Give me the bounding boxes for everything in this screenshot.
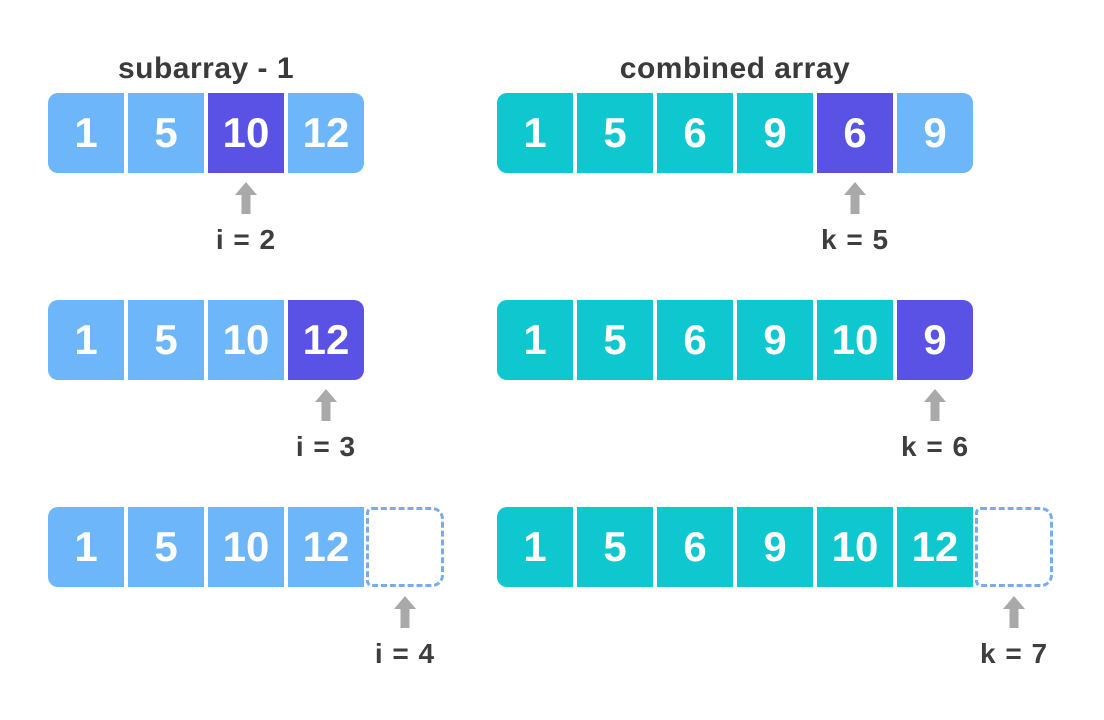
up-arrow-icon xyxy=(924,389,946,421)
pointer-k5: k = 5 xyxy=(805,182,905,256)
array-cell: 5 xyxy=(128,93,204,173)
array-cell: 12 xyxy=(288,507,364,587)
array-cell: 12 xyxy=(288,93,364,173)
array-cell: 10 xyxy=(817,507,893,587)
array-cell: 5 xyxy=(577,93,653,173)
array-cell: 10 xyxy=(817,300,893,380)
empty-slot-dashed xyxy=(975,507,1053,587)
array-cell: 5 xyxy=(577,300,653,380)
array-cell: 1 xyxy=(48,507,124,587)
pointer-label: k = 7 xyxy=(979,638,1049,669)
array-cell: 6 xyxy=(657,507,733,587)
pointer-label: i = 3 xyxy=(295,431,357,462)
array-cell: 9 xyxy=(737,507,813,587)
empty-slot-dashed xyxy=(366,507,444,587)
pointer-i4: i = 4 xyxy=(355,596,455,670)
array-cell: 1 xyxy=(497,507,573,587)
array-cell-highlighted: 10 xyxy=(208,93,284,173)
array-cell: 5 xyxy=(577,507,653,587)
up-arrow-icon xyxy=(235,182,257,214)
array-cell: 5 xyxy=(128,507,204,587)
array-cell: 10 xyxy=(208,300,284,380)
array-cell: 9 xyxy=(737,300,813,380)
combined-array-step2: 1 5 6 9 10 9 xyxy=(497,300,973,380)
pointer-label: i = 4 xyxy=(374,638,436,669)
subarray-step2: 1 5 10 12 xyxy=(48,300,364,380)
up-arrow-icon xyxy=(394,596,416,628)
array-cell: 1 xyxy=(48,300,124,380)
subarray-step1: 1 5 10 12 xyxy=(48,93,364,173)
array-cell: 1 xyxy=(497,300,573,380)
pointer-label: k = 5 xyxy=(820,224,890,255)
pointer-k6: k = 6 xyxy=(885,389,985,463)
array-cell: 5 xyxy=(128,300,204,380)
pointer-k7: k = 7 xyxy=(964,596,1064,670)
array-cell: 10 xyxy=(208,507,284,587)
array-cell: 1 xyxy=(48,93,124,173)
array-cell: 1 xyxy=(497,93,573,173)
pointer-label: k = 6 xyxy=(900,431,970,462)
array-cell: 9 xyxy=(737,93,813,173)
array-cell: 12 xyxy=(897,507,973,587)
up-arrow-icon xyxy=(1003,596,1025,628)
pointer-i2: i = 2 xyxy=(196,182,296,256)
up-arrow-icon xyxy=(315,389,337,421)
array-cell-highlighted: 12 xyxy=(288,300,364,380)
right-panel-title: combined array xyxy=(619,52,851,85)
pointer-label: i = 2 xyxy=(215,224,277,255)
array-cell-highlighted: 6 xyxy=(817,93,893,173)
up-arrow-icon xyxy=(844,182,866,214)
combined-array-step1: 1 5 6 9 6 9 xyxy=(497,93,973,173)
combined-array-step3: 1 5 6 9 10 12 xyxy=(497,507,973,587)
array-cell: 9 xyxy=(897,93,973,173)
subarray-step3: 1 5 10 12 xyxy=(48,507,364,587)
array-cell: 6 xyxy=(657,93,733,173)
array-cell-highlighted: 9 xyxy=(897,300,973,380)
pointer-i3: i = 3 xyxy=(276,389,376,463)
array-cell: 6 xyxy=(657,300,733,380)
left-panel-title: subarray - 1 xyxy=(117,52,295,85)
